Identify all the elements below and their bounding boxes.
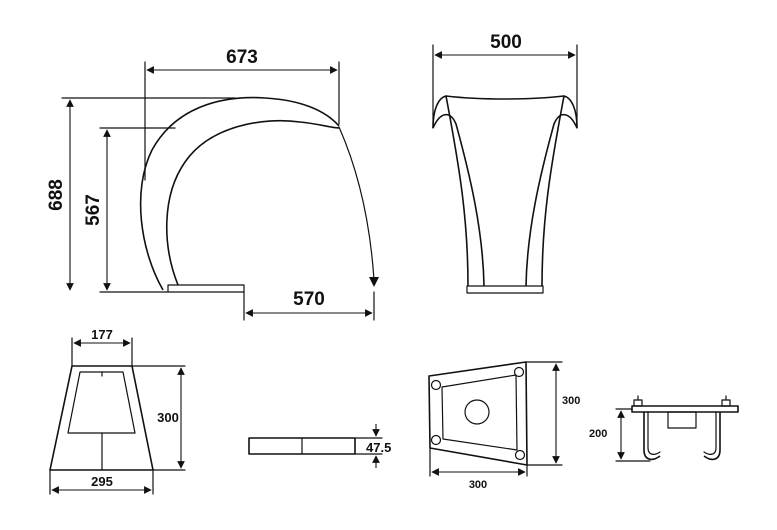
dim-label-688: 688 <box>46 179 67 211</box>
plate-view: 47.5 <box>248 424 391 468</box>
mount-hole-top-right <box>513 366 525 378</box>
water-arrow-head <box>369 277 379 287</box>
dim-label-673: 673 <box>226 47 258 68</box>
front-view: 500 <box>432 32 578 294</box>
mounting-plate-view: 300 300 <box>428 361 580 491</box>
bracket-top-bar <box>631 405 739 413</box>
dim-label-200: 200 <box>589 428 607 440</box>
water-stream-curve <box>338 126 375 281</box>
bolt-left <box>633 399 643 407</box>
front-base-plate <box>466 285 544 294</box>
front-top-edge <box>445 95 565 100</box>
dim-label-570: 570 <box>293 289 325 310</box>
hook-right-inner <box>703 411 717 455</box>
hook-right <box>703 412 721 461</box>
mount-hole-bottom-left <box>430 434 442 446</box>
dim-label-300-right: 300 <box>562 395 580 407</box>
dim-label-500: 500 <box>490 32 522 53</box>
front-left-leg-outer <box>432 95 469 287</box>
trapezoid-window <box>67 371 136 434</box>
trapezoid-view: 177 300 295 <box>49 327 186 495</box>
dim-label-177: 177 <box>91 327 113 342</box>
side-base-plate <box>167 284 245 293</box>
dim-label-300-left: 300 <box>157 410 179 425</box>
hook-left <box>643 412 661 461</box>
spout-inner-curve <box>166 119 340 286</box>
hook-left-inner <box>647 411 661 455</box>
front-left-leg-inner <box>432 113 485 287</box>
mount-hole-bottom-right <box>514 449 526 461</box>
mount-center-hole <box>464 399 490 425</box>
mount-hole-top-left <box>430 379 442 391</box>
front-right-leg-inner <box>525 113 578 287</box>
front-right-leg-outer <box>541 95 578 287</box>
mount-inner <box>441 374 518 451</box>
bracket-center-block <box>667 411 697 429</box>
bracket-view: 200 <box>589 395 739 462</box>
side-view: 673 688 567 570 <box>46 47 379 321</box>
dim-label-47-5: 47.5 <box>366 440 391 455</box>
dim-label-300-bottom: 300 <box>469 479 487 491</box>
spout-outer-curve <box>139 96 340 291</box>
bolt-right <box>721 399 731 407</box>
dim-label-567: 567 <box>83 194 104 226</box>
dim-label-295: 295 <box>91 474 113 489</box>
